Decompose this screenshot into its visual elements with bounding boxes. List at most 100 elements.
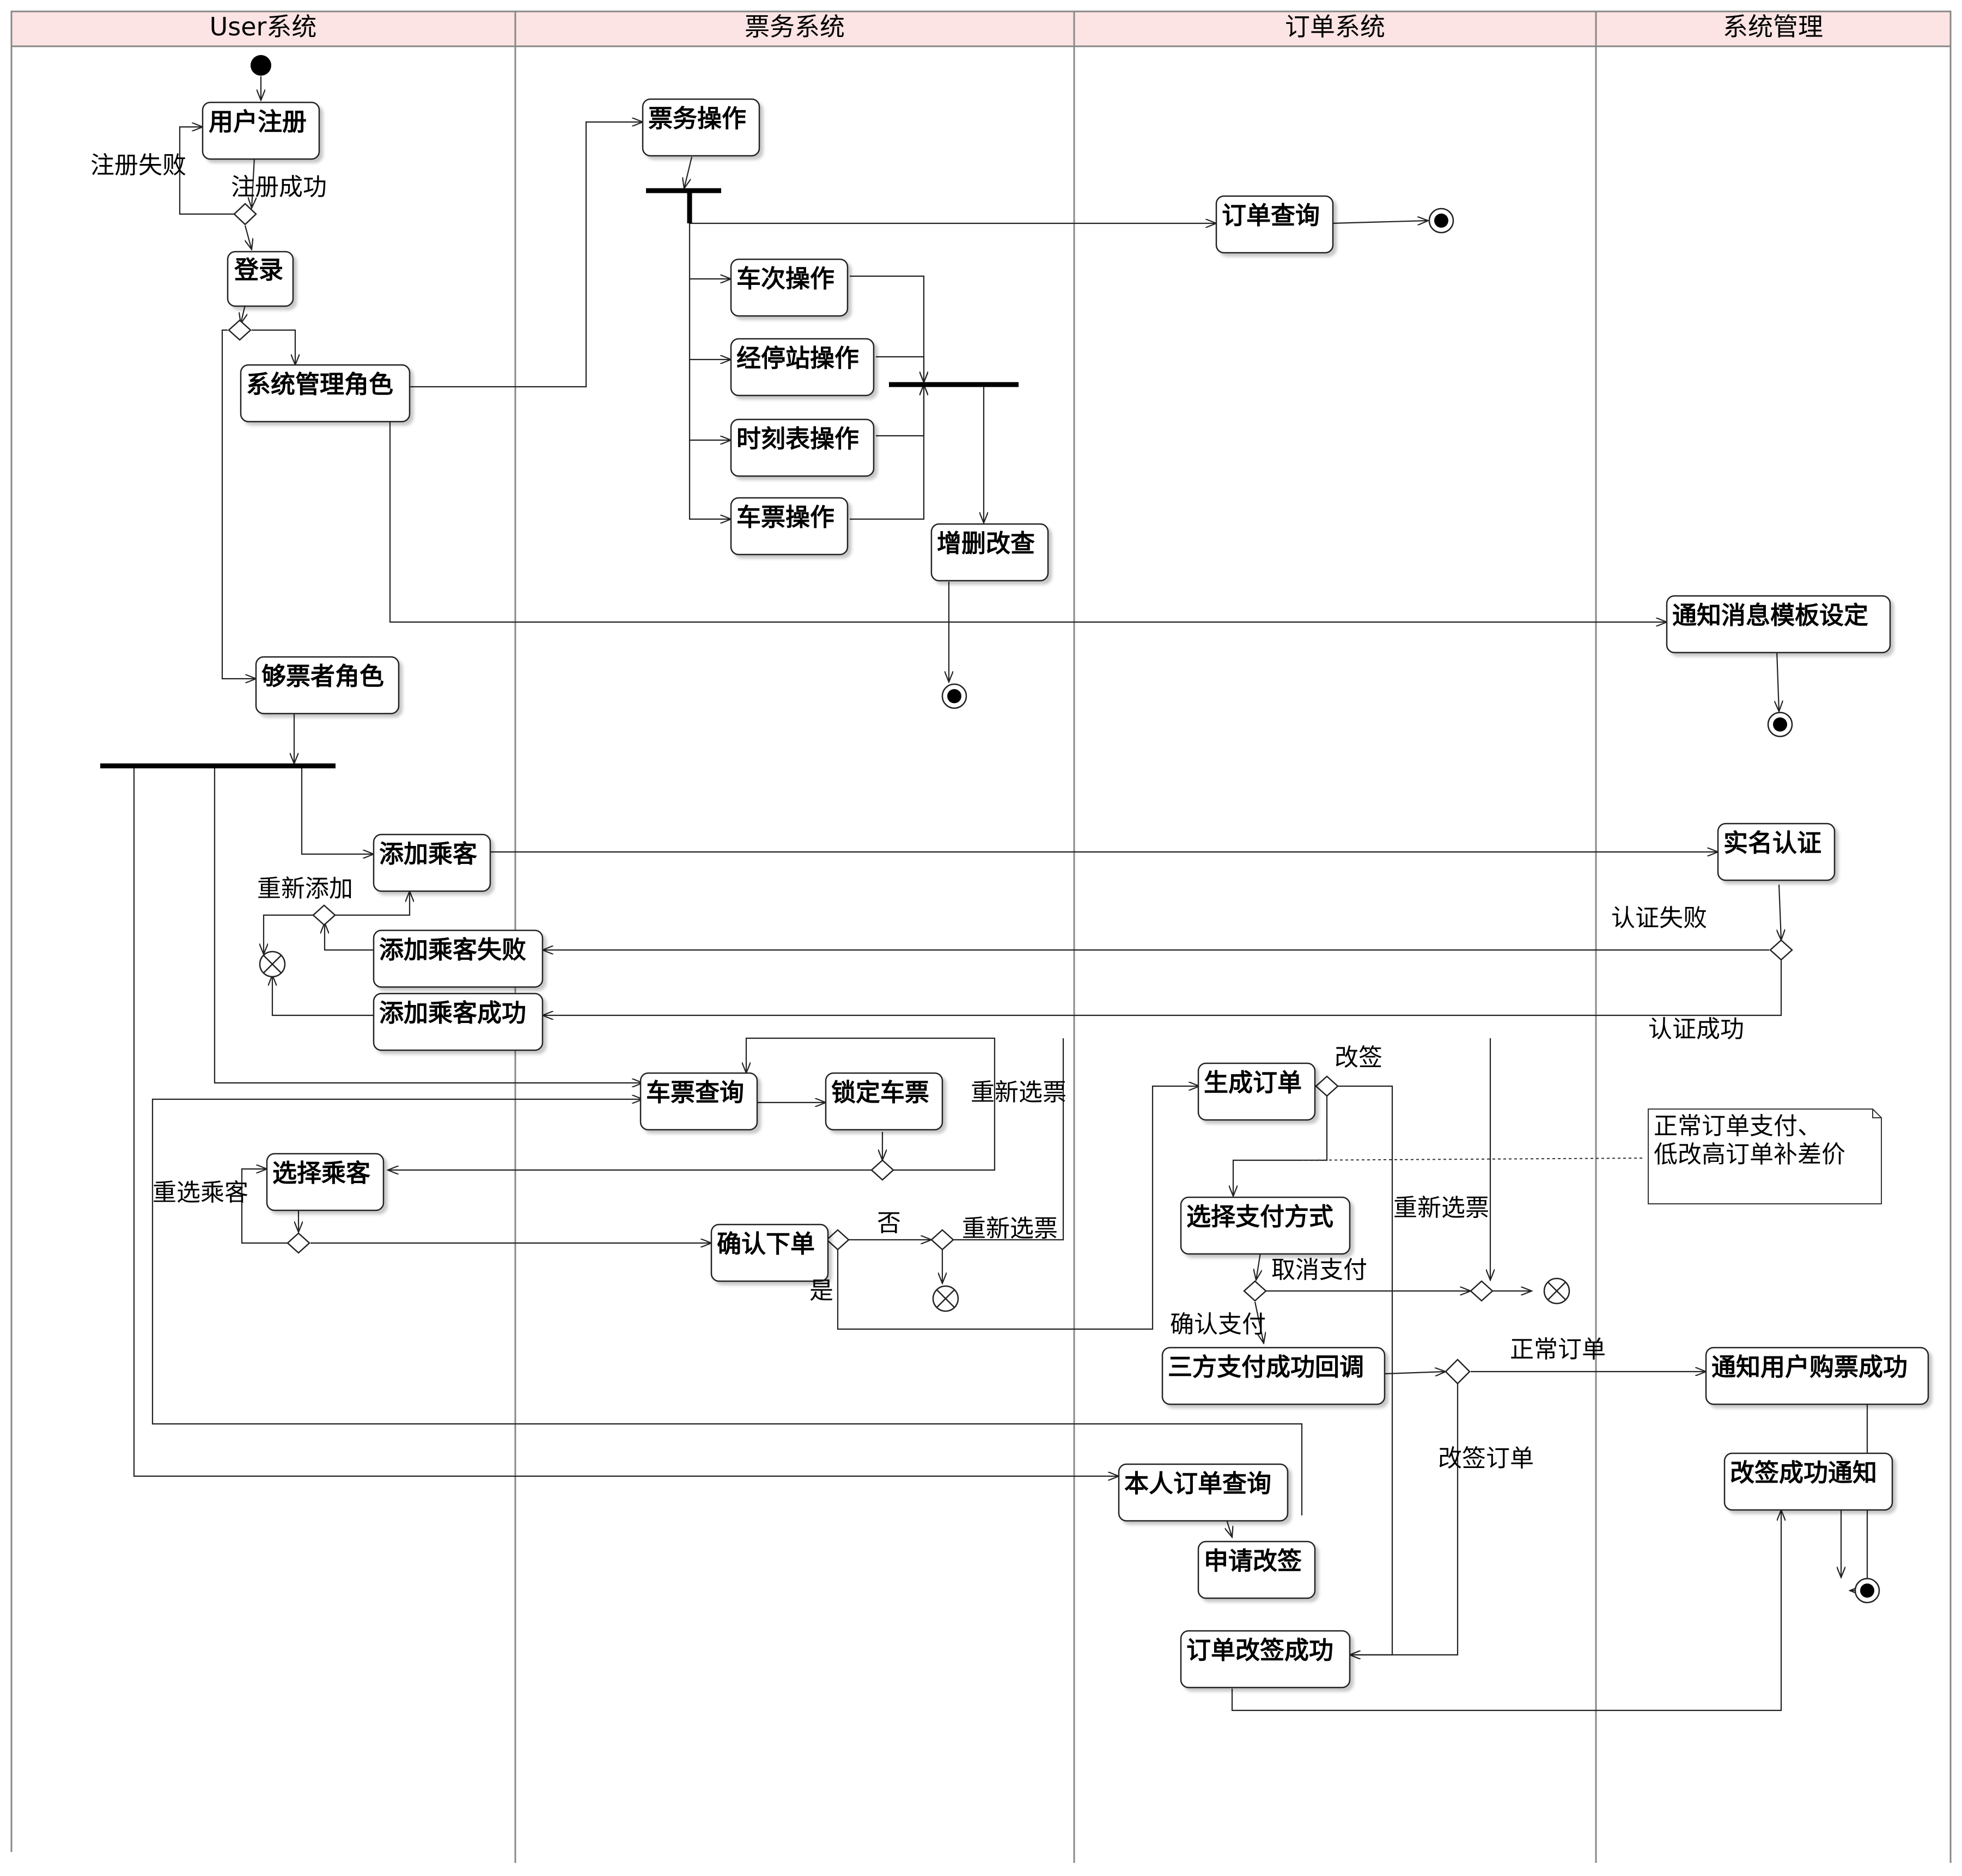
activity-box	[1197, 1540, 1316, 1599]
activity-box	[1180, 1196, 1351, 1255]
flow-edge	[272, 975, 374, 1016]
flow-edge	[837, 1086, 1199, 1330]
flow-edge	[1331, 221, 1428, 223]
activity-label: 选择乘客	[272, 1159, 370, 1187]
flow-edge	[1777, 650, 1779, 711]
decision-node	[312, 904, 336, 926]
activity-box	[1161, 1347, 1386, 1405]
edge-label: 是	[809, 1277, 833, 1305]
flow-edge	[688, 191, 1216, 223]
final-node	[941, 683, 967, 709]
flow-edge	[133, 766, 1119, 1476]
flow-edge	[746, 1037, 996, 1171]
flow-edge	[214, 766, 643, 1083]
activity-ticket-query: 车票查询	[639, 1072, 758, 1131]
edge-label: 确认支付	[1170, 1311, 1266, 1338]
activity-label: 车次操作	[736, 264, 834, 293]
activity-label: 系统管理角色	[246, 370, 393, 399]
activity-label: 增删改查	[937, 529, 1035, 558]
activity-label: 改签成功通知	[1730, 1458, 1877, 1487]
activity-label: 够票者角色	[261, 662, 384, 691]
flow-edge	[688, 440, 731, 519]
flow-edge	[389, 419, 1667, 622]
flow-edge	[151, 1099, 1303, 1515]
flow-edge	[179, 127, 234, 215]
flow-edge	[1231, 1510, 1781, 1711]
edge-label: 认证失败	[1611, 904, 1707, 932]
decision-node	[826, 1229, 850, 1251]
activity-label: 时刻表操作	[736, 424, 859, 453]
activity-box	[639, 1072, 758, 1131]
decision-node	[1445, 1359, 1471, 1385]
activity-lock-ticket: 锁定车票	[825, 1072, 943, 1131]
activity-add-passenger: 添加乘客	[373, 833, 491, 892]
activity-box	[1705, 1347, 1929, 1405]
decision-nodes	[228, 203, 1793, 1385]
activity-label: 订单查询	[1222, 201, 1320, 230]
activity-box	[710, 1223, 829, 1282]
flow-edge	[1384, 1372, 1446, 1374]
activity-box	[730, 338, 875, 397]
activity-box	[1666, 595, 1891, 654]
activity-box	[1215, 195, 1334, 254]
activity-label: 车票操作	[736, 503, 834, 532]
edge-labels: 注册失败 注册成功 重新添加 认证失败 认证成功 重新选票 重选乘客 否 是 重…	[90, 151, 1744, 1472]
flow-edge	[876, 385, 924, 437]
flow-edge	[1779, 884, 1781, 940]
flow-edge	[1256, 1252, 1260, 1280]
edge-label: 改签	[1335, 1044, 1382, 1071]
activity-order-query: 订单查询	[1215, 195, 1334, 254]
flow-edge	[252, 157, 254, 208]
activity-box	[240, 364, 411, 423]
activity-confirm-order: 确认下单	[710, 1223, 829, 1282]
activity-label: 用户注册	[209, 107, 307, 136]
edge-label: 重选乘客	[153, 1179, 248, 1207]
activity-label: 通知消息模板设定	[1672, 601, 1868, 630]
activity-label: 实名认证	[1723, 829, 1821, 857]
note-box	[1648, 1108, 1882, 1204]
activity-reschedule-notify: 改签成功通知	[1723, 1452, 1893, 1511]
activity-box	[730, 418, 875, 477]
activity-label: 车票查询	[646, 1078, 744, 1107]
decision-node	[1470, 1280, 1494, 1302]
flow-final-node	[1543, 1277, 1570, 1305]
activity-admin-role: 系统管理角色	[240, 364, 411, 423]
activity-box	[730, 258, 849, 317]
flow-edge	[543, 960, 1782, 1015]
flow-edge	[264, 914, 314, 954]
activity-select-passenger: 选择乘客	[266, 1153, 385, 1211]
final-node	[1428, 208, 1454, 234]
activity-box	[266, 1153, 385, 1211]
activity-box	[825, 1072, 943, 1131]
final-node	[1854, 1577, 1880, 1604]
activity-select-payment: 选择支付方式	[1180, 1196, 1351, 1255]
flow-edge	[241, 1169, 288, 1244]
activity-buyer-role: 够票者角色	[255, 656, 400, 715]
activity-label: 锁定车票	[831, 1078, 929, 1107]
note: 正常订单支付、 低改高订单补差价	[1648, 1108, 1882, 1204]
activity-notify-success: 通知用户购票成功	[1705, 1347, 1929, 1405]
activity-label: 三方支付成功回调	[1168, 1353, 1364, 1381]
edge-label: 重新添加	[257, 875, 353, 903]
activity-ticket-item-ops: 车票操作	[730, 497, 849, 556]
activities: 用户注册 登录 系统管理角色 够票者角色 票务操作 车次操作 经停站操作 时刻表…	[202, 98, 1929, 1689]
activity-my-orders: 本人订单查询	[1118, 1463, 1289, 1522]
activity-box	[373, 992, 544, 1051]
note-connector	[1301, 1158, 1646, 1161]
flow-final-node	[259, 951, 286, 978]
terminal-nodes	[251, 55, 1880, 1604]
activity-label: 添加乘客	[379, 839, 477, 868]
activity-label: 选择支付方式	[1186, 1202, 1333, 1231]
flow-edge	[252, 329, 295, 365]
flow-edge	[244, 225, 252, 249]
activity-label: 登录	[234, 255, 283, 284]
decision-node	[1243, 1280, 1267, 1302]
activity-label: 经停站操作	[736, 344, 859, 373]
activity-pay-callback: 三方支付成功回调	[1161, 1347, 1386, 1405]
fork-bars	[100, 188, 1019, 769]
activity-crud: 增删改查	[930, 523, 1049, 582]
lane-title-order: 订单系统	[1285, 12, 1385, 41]
decision-node	[287, 1232, 310, 1254]
activity-station-ops: 经停站操作	[730, 338, 875, 397]
activity-label: 申请改签	[1204, 1546, 1302, 1575]
